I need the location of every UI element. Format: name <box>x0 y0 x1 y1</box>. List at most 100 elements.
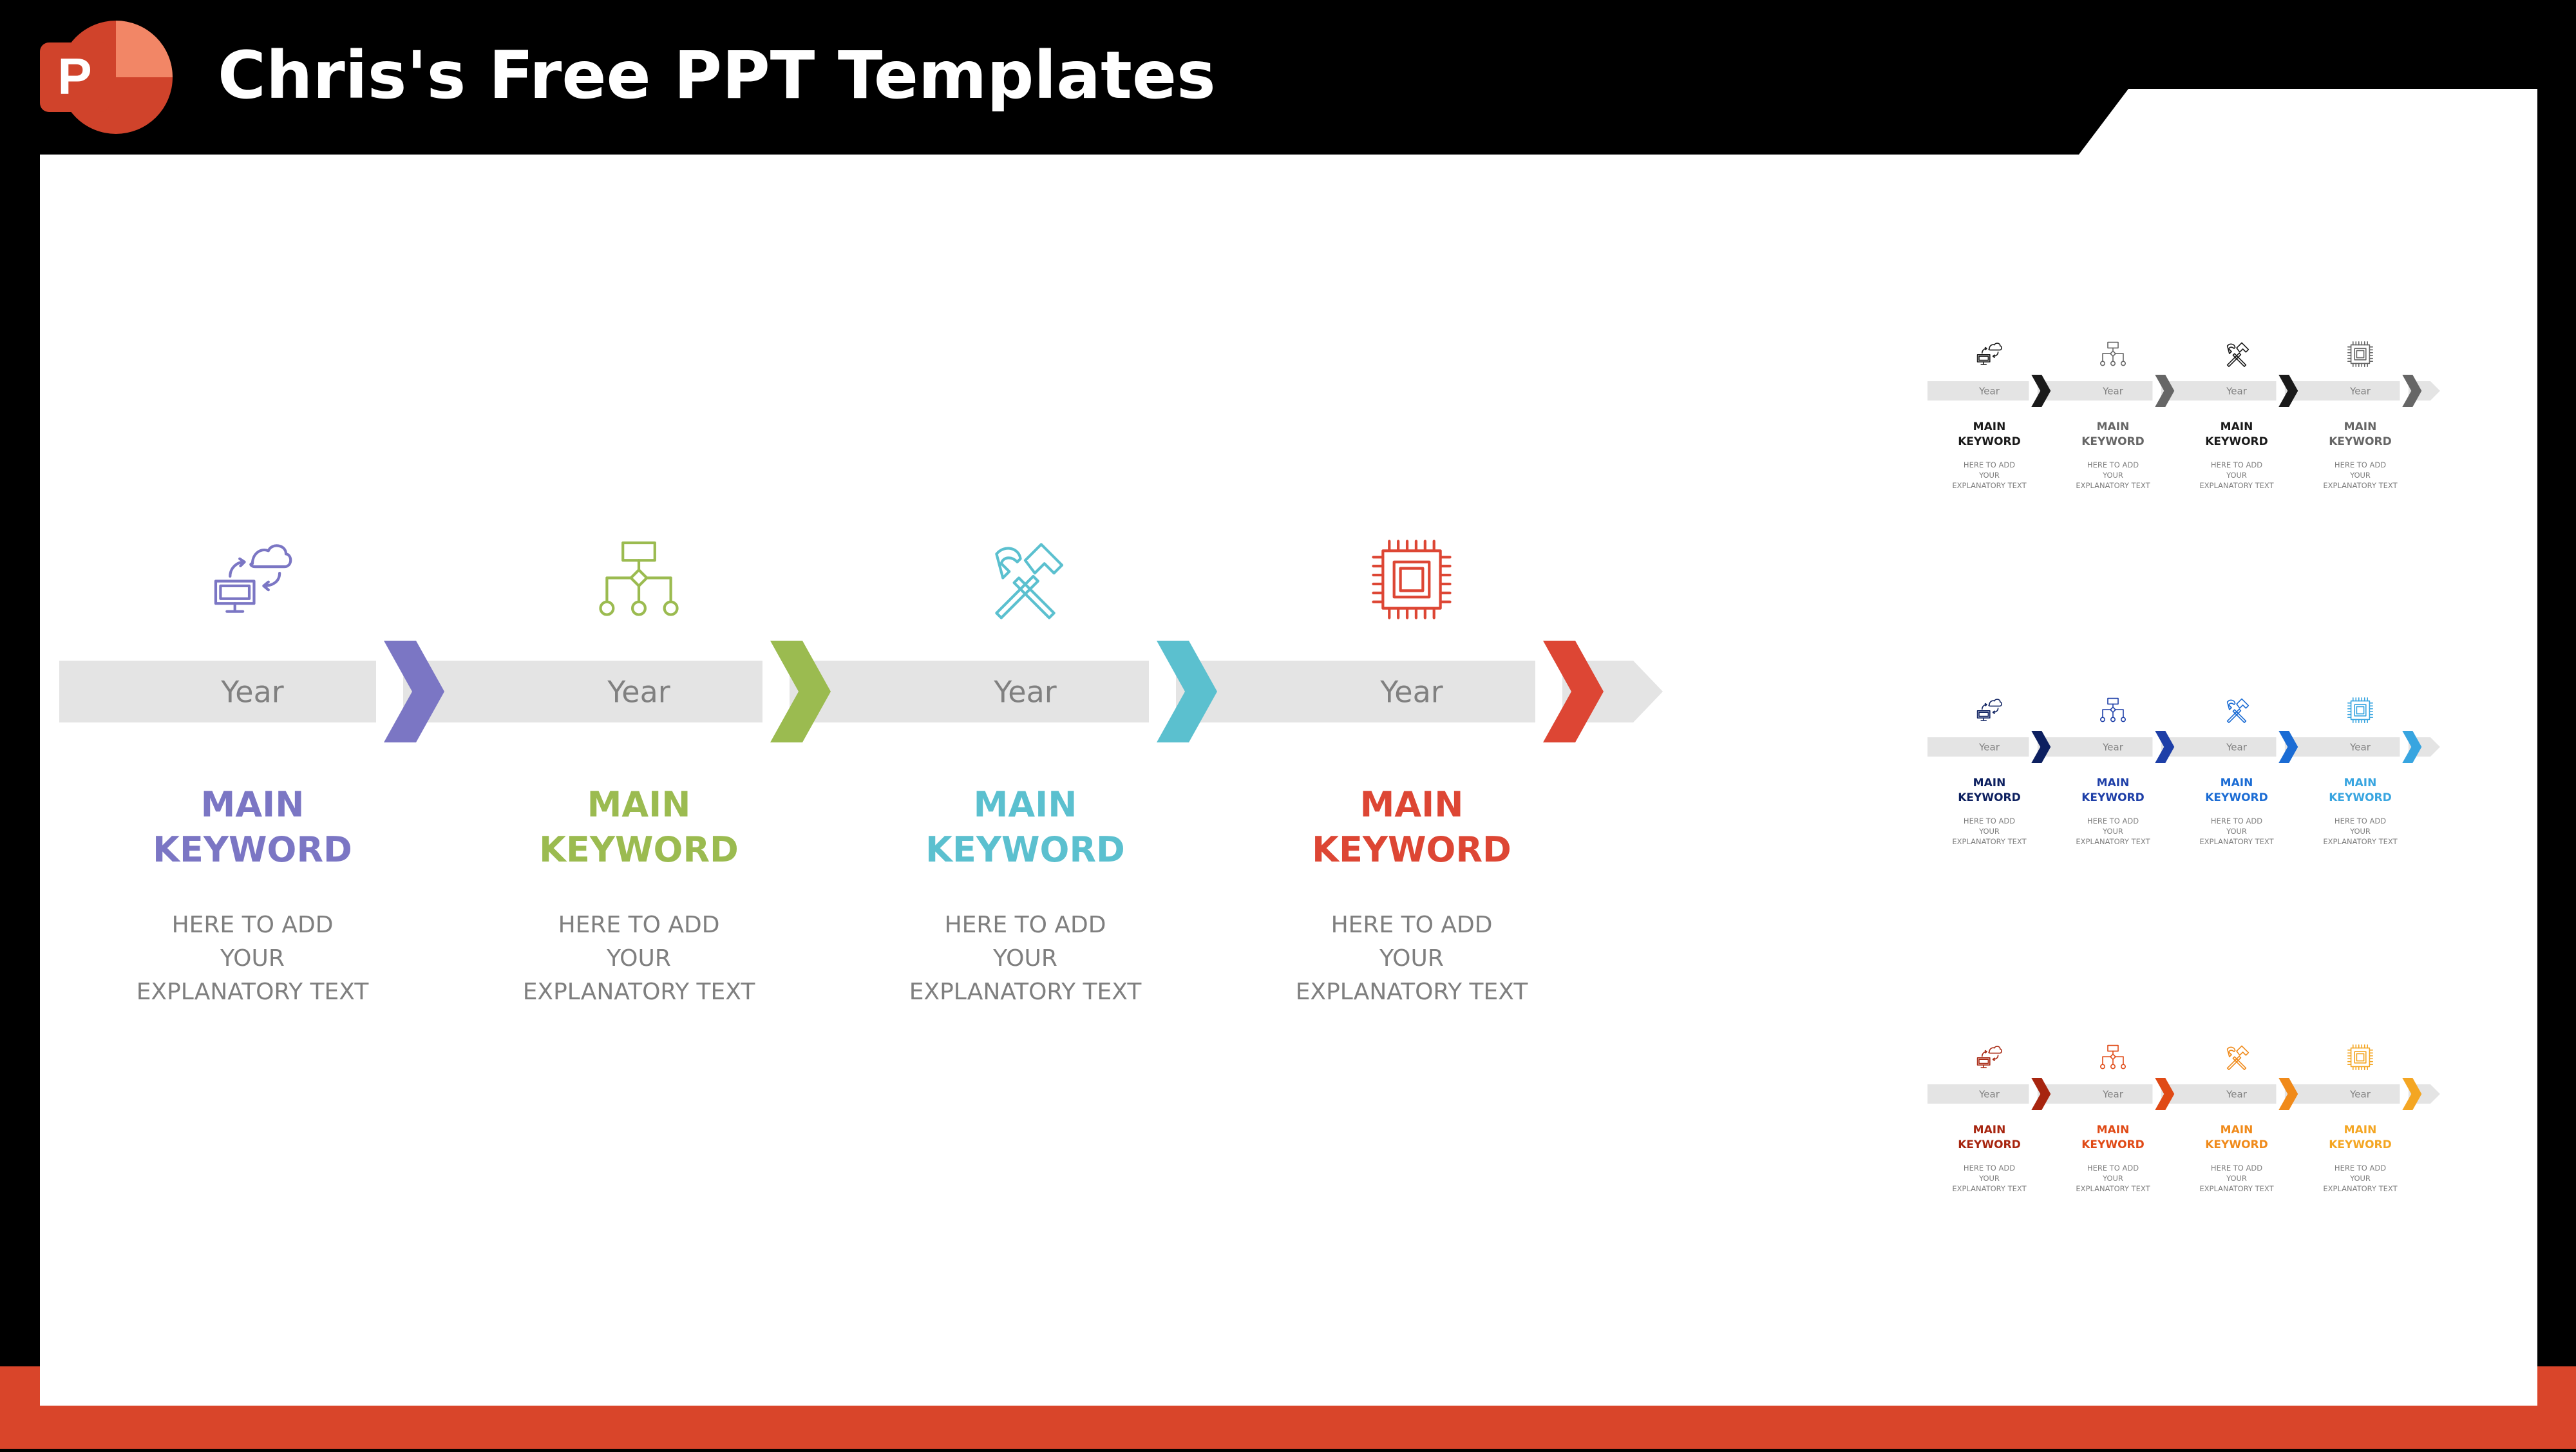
step-year: Year <box>2349 385 2371 397</box>
step-description: HERE TO ADD <box>2211 460 2262 469</box>
step-keyword: KEYWORD <box>2081 435 2145 448</box>
step-keyword: MAIN <box>2221 420 2253 433</box>
step-description: YOUR <box>2102 471 2123 480</box>
timeline-chevron <box>2155 731 2175 763</box>
step-keyword: KEYWORD <box>2205 435 2268 448</box>
logo-wedge <box>116 21 173 77</box>
timeline-track-segment <box>2284 1084 2400 1104</box>
timeline-chevron <box>2155 375 2175 407</box>
step-keyword: MAIN <box>2097 420 2130 433</box>
step-description: HERE TO ADD <box>1964 1164 2015 1173</box>
step-description: HERE TO ADD <box>2334 816 2386 825</box>
timeline-track-segment <box>2037 737 2153 757</box>
step-description: EXPLANATORY TEXT <box>1952 1184 2027 1193</box>
step-description: HERE TO ADD <box>2334 460 2386 469</box>
step-description: YOUR <box>1379 945 1444 972</box>
timeline-track-segment <box>1927 737 2029 757</box>
cpu-chip-icon <box>2347 697 2374 724</box>
step-description: YOUR <box>1978 1174 2000 1183</box>
step-description: EXPLANATORY TEXT <box>909 979 1142 1005</box>
app-title: Chris's Free PPT Templates <box>218 37 1216 114</box>
computer-cloud-icon <box>1976 699 2002 721</box>
step-keyword: MAIN <box>1973 1124 2006 1136</box>
step-description: EXPLANATORY TEXT <box>1952 481 2027 490</box>
timeline-track-segment <box>2284 381 2400 401</box>
step-description: EXPLANATORY TEXT <box>2323 1184 2398 1193</box>
step-description: EXPLANATORY TEXT <box>2323 481 2398 490</box>
step-keyword: MAIN <box>2221 777 2253 789</box>
step-description: HERE TO ADD <box>2211 1164 2262 1173</box>
step-keyword: KEYWORD <box>1958 435 2021 448</box>
step-keyword: MAIN <box>2097 1124 2130 1136</box>
timeline-chevron <box>2402 1078 2422 1110</box>
timeline-track-segment <box>2037 1084 2153 1104</box>
hammer-wrench-icon <box>2226 1045 2249 1071</box>
step-keyword: KEYWORD <box>539 829 739 870</box>
hammer-wrench-icon <box>995 543 1064 619</box>
timeline-chevron <box>2155 1078 2175 1110</box>
cpu-chip-icon <box>1372 540 1452 619</box>
step-year: Year <box>2226 385 2248 397</box>
cpu-chip-icon <box>2347 341 2374 368</box>
step-year: Year <box>2102 741 2124 753</box>
step-keyword: MAIN <box>1973 777 2006 789</box>
flowchart-icon <box>2100 1044 2126 1070</box>
step-keyword: MAIN <box>2344 777 2377 789</box>
timeline-chevron <box>2402 731 2422 763</box>
step-description: YOUR <box>220 945 285 972</box>
step-description: YOUR <box>2349 471 2371 480</box>
step-keyword: MAIN <box>974 784 1077 825</box>
step-year: Year <box>1978 741 2000 753</box>
step-description: YOUR <box>2349 827 2371 836</box>
timeline-chevron <box>2278 1078 2298 1110</box>
timeline-chevron <box>770 641 831 742</box>
step-description: YOUR <box>2102 827 2123 836</box>
step-year: Year <box>2226 741 2248 753</box>
step-keyword: KEYWORD <box>2329 435 2392 448</box>
step-description: EXPLANATORY TEXT <box>523 979 756 1005</box>
step-description: YOUR <box>2226 1174 2247 1183</box>
step-year: Year <box>2102 1088 2124 1100</box>
step-description: YOUR <box>606 945 671 972</box>
timeline-track-segment <box>2161 737 2277 757</box>
step-description: HERE TO ADD <box>2087 1164 2139 1173</box>
step-description: YOUR <box>2226 827 2247 836</box>
step-year: Year <box>1379 675 1443 710</box>
step-description: EXPLANATORY TEXT <box>1296 979 1529 1005</box>
step-year: Year <box>607 675 670 710</box>
step-description: YOUR <box>2102 1174 2123 1183</box>
step-description: EXPLANATORY TEXT <box>1952 837 2027 846</box>
step-keyword: KEYWORD <box>2205 791 2268 804</box>
timeline-chevron <box>2278 375 2298 407</box>
step-description: EXPLANATORY TEXT <box>2199 837 2274 846</box>
step-keyword: KEYWORD <box>2329 1138 2392 1151</box>
timeline-track-segment <box>1927 1084 2029 1104</box>
step-keyword: MAIN <box>1360 784 1464 825</box>
step-description: YOUR <box>1978 827 2000 836</box>
step-keyword: KEYWORD <box>2081 1138 2145 1151</box>
step-keyword: KEYWORD <box>1312 829 1511 870</box>
timeline-track-segment <box>2284 737 2400 757</box>
step-year: Year <box>993 675 1056 710</box>
slide-area <box>40 89 2537 1406</box>
step-keyword: KEYWORD <box>153 829 352 870</box>
step-keyword: MAIN <box>2344 1124 2377 1136</box>
step-description: YOUR <box>2349 1174 2371 1183</box>
logo-tile <box>40 42 109 112</box>
timeline-chevron <box>2031 1078 2051 1110</box>
step-year: Year <box>2349 1088 2371 1100</box>
step-description: EXPLANATORY TEXT <box>2076 481 2150 490</box>
step-description: YOUR <box>2226 471 2247 480</box>
step-keyword: MAIN <box>201 784 305 825</box>
timeline-track-segment <box>59 661 376 722</box>
flowchart-icon <box>599 541 679 616</box>
step-description: EXPLANATORY TEXT <box>2076 837 2150 846</box>
timeline-track-segment <box>2161 381 2277 401</box>
step-year: Year <box>2226 1088 2248 1100</box>
step-description: HERE TO ADD <box>558 912 720 938</box>
step-description: HERE TO ADD <box>2087 460 2139 469</box>
